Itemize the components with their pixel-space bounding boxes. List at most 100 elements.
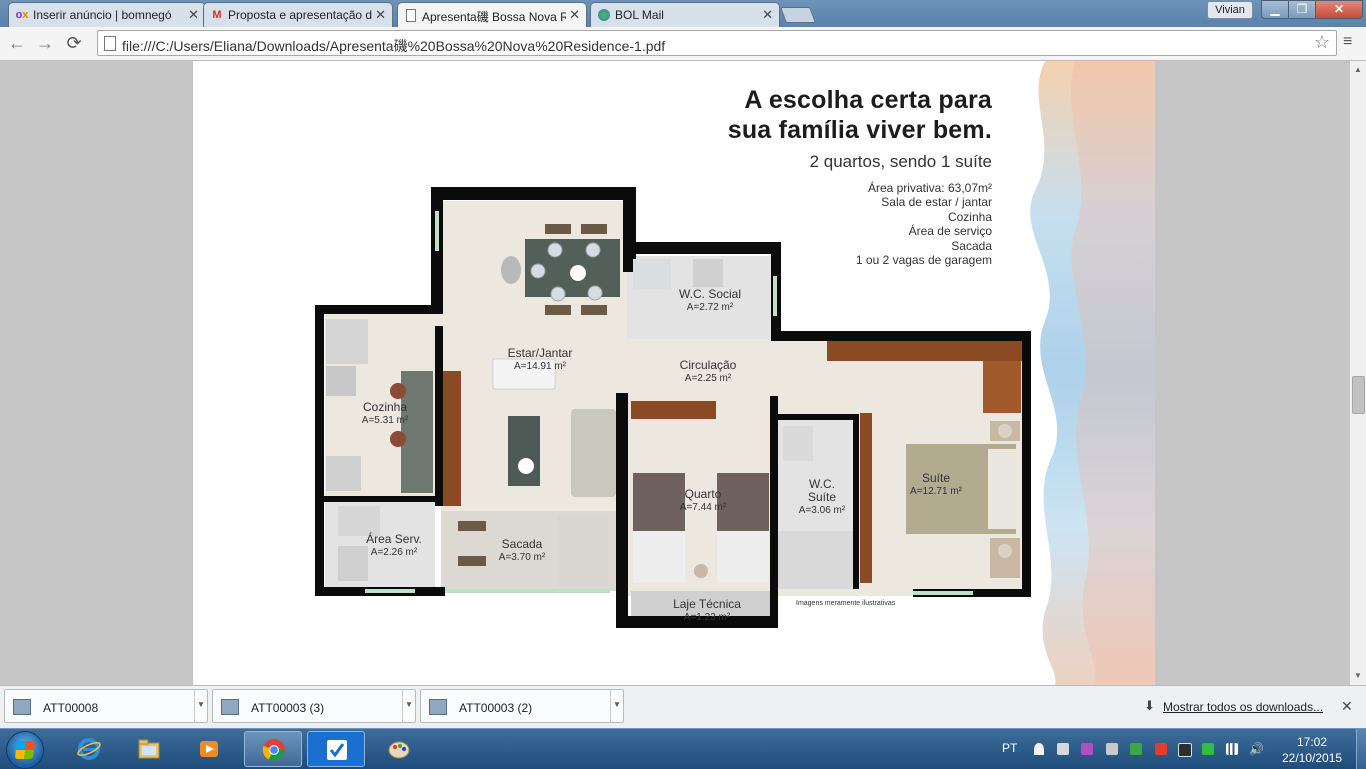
feature-item: Cozinha: [947, 209, 992, 224]
close-shelf-button[interactable]: ✕: [1341, 698, 1353, 714]
watercolor-decoration: [1030, 61, 1155, 685]
tray-alert-icon[interactable]: [1155, 743, 1167, 755]
pdf-viewer[interactable]: A escolha certa para sua família viver b…: [0, 61, 1350, 685]
room-label-quarto: Quarto A=7.44 m²: [680, 488, 726, 514]
browser-toolbar: ← → ⟳ file:///C:/Users/Eliana/Downloads/…: [0, 27, 1366, 61]
room-name: Suíte: [921, 471, 951, 485]
bookmark-star-icon[interactable]: ☆: [1313, 32, 1330, 52]
chrome-menu-button[interactable]: ≡: [1343, 33, 1353, 50]
room-area: A=2.72 m²: [686, 302, 734, 313]
room-name: Suíte: [807, 490, 837, 504]
pdf-page: A escolha certa para sua família viver b…: [193, 61, 1155, 685]
room-area: A=2.25 m²: [684, 373, 732, 384]
tray-app-icon[interactable]: [1081, 743, 1093, 755]
taskbar-paint[interactable]: [370, 731, 428, 767]
room-name: Circulação: [679, 358, 737, 372]
taskbar-chrome[interactable]: [244, 731, 302, 767]
url-text[interactable]: file:///C:/Users/Eliana/Downloads/Aprese…: [122, 38, 666, 54]
reload-button[interactable]: ⟳: [66, 33, 82, 53]
scrollbar-thumb[interactable]: [1352, 376, 1365, 414]
room-name: Estar/Jantar: [507, 346, 573, 360]
chevron-down-icon[interactable]: ▼: [402, 690, 415, 722]
room-name: W.C.: [808, 477, 835, 491]
download-item[interactable]: ATT00003 (3) ▼: [212, 689, 416, 723]
room-area: A=7.44 m²: [679, 502, 727, 513]
security-check-icon[interactable]: [1130, 743, 1142, 755]
start-button[interactable]: [6, 731, 44, 769]
download-arrow-icon: ⬇: [1144, 698, 1155, 713]
show-desktop-button[interactable]: [1356, 729, 1366, 769]
paint-icon: [388, 741, 410, 759]
room-label-suite: Suíte A=12.71 m²: [910, 472, 962, 498]
bol-icon: [597, 9, 611, 22]
chevron-down-icon[interactable]: ▼: [194, 690, 207, 722]
tab-gmail[interactable]: M Proposta e apresentação d ✕: [203, 2, 393, 27]
room-area: A=3.70 m²: [498, 552, 546, 563]
new-tab-button[interactable]: [780, 7, 816, 23]
feature-item: Área privativa: 63,07m²: [867, 181, 992, 195]
close-tab-icon[interactable]: ✕: [762, 7, 773, 22]
feature-item: Sacada: [951, 238, 992, 253]
olx-icon: ox: [15, 9, 29, 21]
file-icon: [429, 699, 447, 715]
vertical-scrollbar[interactable]: ▲ ▼: [1350, 61, 1366, 685]
scroll-up-icon[interactable]: ▲: [1354, 65, 1362, 74]
download-shelf: ATT00008 ▼ ATT00003 (3) ▼ ATT00003 (2) ▼…: [0, 685, 1366, 729]
room-name: Laje Técnica: [673, 597, 741, 611]
tray-app-icon[interactable]: [1178, 743, 1192, 757]
tab-label: Inserir anúncio | bomnegó: [33, 8, 172, 22]
back-button[interactable]: ←: [8, 33, 26, 53]
room-area: A=3.06 m²: [798, 505, 846, 516]
headline-line-1: A escolha certa para: [744, 86, 992, 114]
tray-app-icon[interactable]: [1057, 743, 1069, 755]
scroll-down-icon[interactable]: ▼: [1354, 671, 1362, 680]
close-window-button[interactable]: ✕: [1315, 0, 1363, 19]
file-explorer-icon: [138, 739, 160, 759]
room-label-estar-jantar: Estar/Jantar A=14.91 m²: [508, 347, 573, 373]
taskbar-internet-explorer[interactable]: [60, 731, 118, 767]
show-all-downloads-link[interactable]: Mostrar todos os downloads...: [1163, 700, 1324, 714]
tab-bol[interactable]: BOL Mail ✕: [590, 2, 780, 27]
address-bar[interactable]: file:///C:/Users/Eliana/Downloads/Aprese…: [97, 30, 1337, 56]
clock[interactable]: 17:02 22/10/2015: [1282, 734, 1342, 766]
close-tab-icon[interactable]: ✕: [569, 7, 580, 22]
close-tab-icon[interactable]: ✕: [375, 7, 386, 22]
taskbar-media-player[interactable]: [180, 731, 238, 767]
room-name: Cozinha: [362, 400, 408, 414]
network-signal-icon[interactable]: [1226, 743, 1238, 755]
tasks-icon: [327, 740, 347, 760]
minimize-button[interactable]: ▁: [1261, 0, 1289, 19]
whatsapp-icon[interactable]: [1202, 743, 1214, 755]
language-indicator[interactable]: PT: [1002, 741, 1018, 755]
tab-olx[interactable]: ox Inserir anúncio | bomnegó ✕: [8, 2, 206, 27]
chrome-icon: [262, 739, 285, 761]
title-bar: ox Inserir anúncio | bomnegó ✕ M Propost…: [0, 0, 1366, 27]
headline-line-2: sua família viver bem.: [727, 116, 992, 144]
forward-button[interactable]: →: [36, 33, 54, 53]
chevron-down-icon[interactable]: ▼: [610, 690, 623, 722]
taskbar-file-explorer[interactable]: [120, 731, 178, 767]
user-profile-button[interactable]: Vivian: [1207, 1, 1253, 19]
download-item[interactable]: ATT00008 ▼: [4, 689, 208, 723]
disclaimer: Imagens meramente ilustrativas: [796, 600, 896, 607]
taskbar: PT 🔊 17:02 22/10/2015: [0, 728, 1366, 769]
subheading: 2 quartos, sendo 1 suíte: [809, 152, 992, 171]
tab-label: BOL Mail: [615, 8, 664, 22]
notification-bell-icon[interactable]: [1034, 743, 1044, 755]
feature-item: Sala de estar / jantar: [881, 195, 992, 210]
gmail-icon: M: [212, 9, 222, 21]
tab-pdf[interactable]: Apresenta磯 Bossa Nova R ✕: [397, 2, 587, 27]
media-player-icon: [200, 741, 218, 757]
tab-label: Proposta e apresentação d: [228, 8, 372, 22]
room-label-laje-tecnica: Laje Técnica A=1.23 m²: [673, 598, 741, 624]
download-item[interactable]: ATT00003 (2) ▼: [420, 689, 624, 723]
room-name: Quarto: [684, 487, 722, 501]
maximize-button[interactable]: ❐: [1288, 0, 1316, 19]
close-tab-icon[interactable]: ✕: [188, 7, 199, 22]
taskbar-tasks[interactable]: [307, 731, 365, 767]
volume-icon[interactable]: 🔊: [1249, 742, 1264, 756]
file-icon: [13, 699, 31, 715]
clock-time: 17:02: [1296, 735, 1328, 749]
file-icon: [221, 699, 239, 715]
monitor-icon[interactable]: [1106, 743, 1118, 755]
